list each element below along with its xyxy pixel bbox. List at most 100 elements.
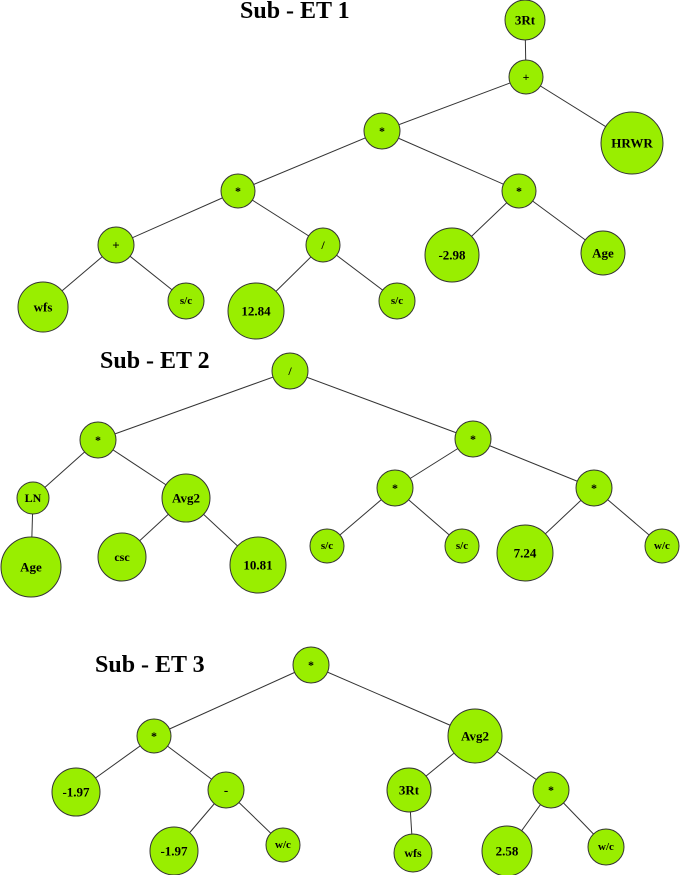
node-circle	[265, 827, 301, 863]
tree-3-node: w/c	[265, 827, 301, 863]
tree-2-node: 7.24	[496, 524, 554, 582]
node-label: w/c	[654, 540, 670, 552]
node-circle	[504, 0, 546, 41]
tree-2-node: *	[575, 469, 613, 507]
node-label: s/c	[321, 540, 333, 552]
node-circle	[575, 469, 613, 507]
tree-1-node: Age	[580, 230, 626, 276]
tree-1-node: -2.98	[424, 227, 480, 283]
node-circle	[149, 826, 199, 875]
node-label: s/c	[456, 540, 468, 552]
node-label: 3Rt	[515, 13, 536, 28]
node-label: 2.58	[496, 844, 519, 859]
node-circle	[444, 528, 480, 564]
tree-2-edge	[97, 370, 291, 441]
node-label: 12.84	[241, 304, 271, 319]
node-label: Avg2	[461, 729, 489, 744]
node-label: *	[591, 481, 597, 495]
node-circle	[376, 469, 414, 507]
node-label: HRWR	[611, 136, 653, 151]
tree-3-node: *	[292, 646, 330, 684]
tree-1-node: s/c	[167, 282, 205, 320]
node-circle	[424, 227, 480, 283]
tree-3-node: 3Rt	[386, 767, 432, 813]
node-circle	[363, 112, 401, 150]
node-label: *	[235, 184, 241, 198]
node-circle	[167, 282, 205, 320]
node-circle	[51, 767, 101, 817]
node-label: *	[392, 481, 398, 495]
node-circle	[587, 828, 625, 866]
node-circle	[229, 536, 287, 594]
node-circle	[580, 230, 626, 276]
node-circle	[79, 421, 117, 459]
edges-layer	[30, 19, 663, 854]
tree-2-node: *	[454, 420, 492, 458]
node-label: *	[516, 184, 522, 198]
tree-3-node: -1.97	[149, 826, 199, 875]
node-circle	[501, 173, 537, 209]
node-circle	[97, 532, 147, 582]
tree-1-node: /	[305, 227, 341, 263]
node-circle	[305, 227, 341, 263]
node-circle	[292, 646, 330, 684]
node-label: *	[548, 783, 554, 797]
tree-3-node: wfs	[393, 833, 433, 873]
tree-2-edge	[472, 438, 595, 489]
node-circle	[309, 528, 345, 564]
node-circle	[454, 420, 492, 458]
tree-2-node: 10.81	[229, 536, 287, 594]
node-circle	[508, 59, 544, 95]
node-circle	[207, 771, 245, 809]
node-label: w/c	[598, 841, 614, 853]
tree-1-node: +	[97, 226, 135, 264]
tree-2-node: s/c	[444, 528, 480, 564]
tree-3-edge	[310, 664, 476, 737]
node-label: -	[224, 783, 228, 798]
node-circle	[97, 226, 135, 264]
tree-1-node: +	[508, 59, 544, 95]
tree-2-node: w/c	[644, 528, 680, 564]
tree-3-node: w/c	[587, 828, 625, 866]
node-circle	[161, 473, 211, 523]
tree-title-2: Sub - ET 2	[100, 348, 210, 374]
tree-2-node: s/c	[309, 528, 345, 564]
tree-3-node: 2.58	[481, 825, 533, 875]
node-label: +	[523, 70, 530, 84]
tree-1-node: 12.84	[227, 282, 285, 340]
tree-3-node: *	[532, 771, 570, 809]
node-label: wfs	[404, 846, 422, 860]
tree-1-node: HRWR	[600, 111, 664, 175]
node-circle	[600, 111, 664, 175]
node-label: *	[379, 124, 385, 138]
node-circle	[386, 767, 432, 813]
node-circle	[227, 282, 285, 340]
node-circle	[393, 833, 433, 873]
node-circle	[220, 173, 256, 209]
tree-2-node: LN	[16, 481, 50, 515]
tree-2-node: Avg2	[161, 473, 211, 523]
node-circle	[0, 536, 62, 598]
node-label: 3Rt	[399, 783, 420, 798]
tree-1-node: s/c	[378, 282, 416, 320]
tree-1-edge	[237, 130, 383, 192]
node-label: s/c	[180, 295, 192, 307]
node-label: Age	[20, 560, 42, 575]
node-label: *	[308, 658, 314, 672]
node-label: 10.81	[243, 558, 272, 573]
node-label: *	[151, 729, 157, 743]
node-label: /	[320, 238, 325, 252]
tree-2-node: csc	[97, 532, 147, 582]
tree-1-node: wfs	[17, 281, 69, 333]
tree-2-node: *	[376, 469, 414, 507]
tree-3-edge	[153, 664, 312, 737]
tree-1-node: *	[220, 173, 256, 209]
tree-1-edge	[115, 190, 239, 246]
tree-1-node: 3Rt	[504, 0, 546, 41]
node-circle	[532, 771, 570, 809]
tree-1-node: *	[363, 112, 401, 150]
node-label: +	[112, 238, 119, 253]
node-label: *	[470, 432, 476, 446]
tree-1-node: *	[501, 173, 537, 209]
